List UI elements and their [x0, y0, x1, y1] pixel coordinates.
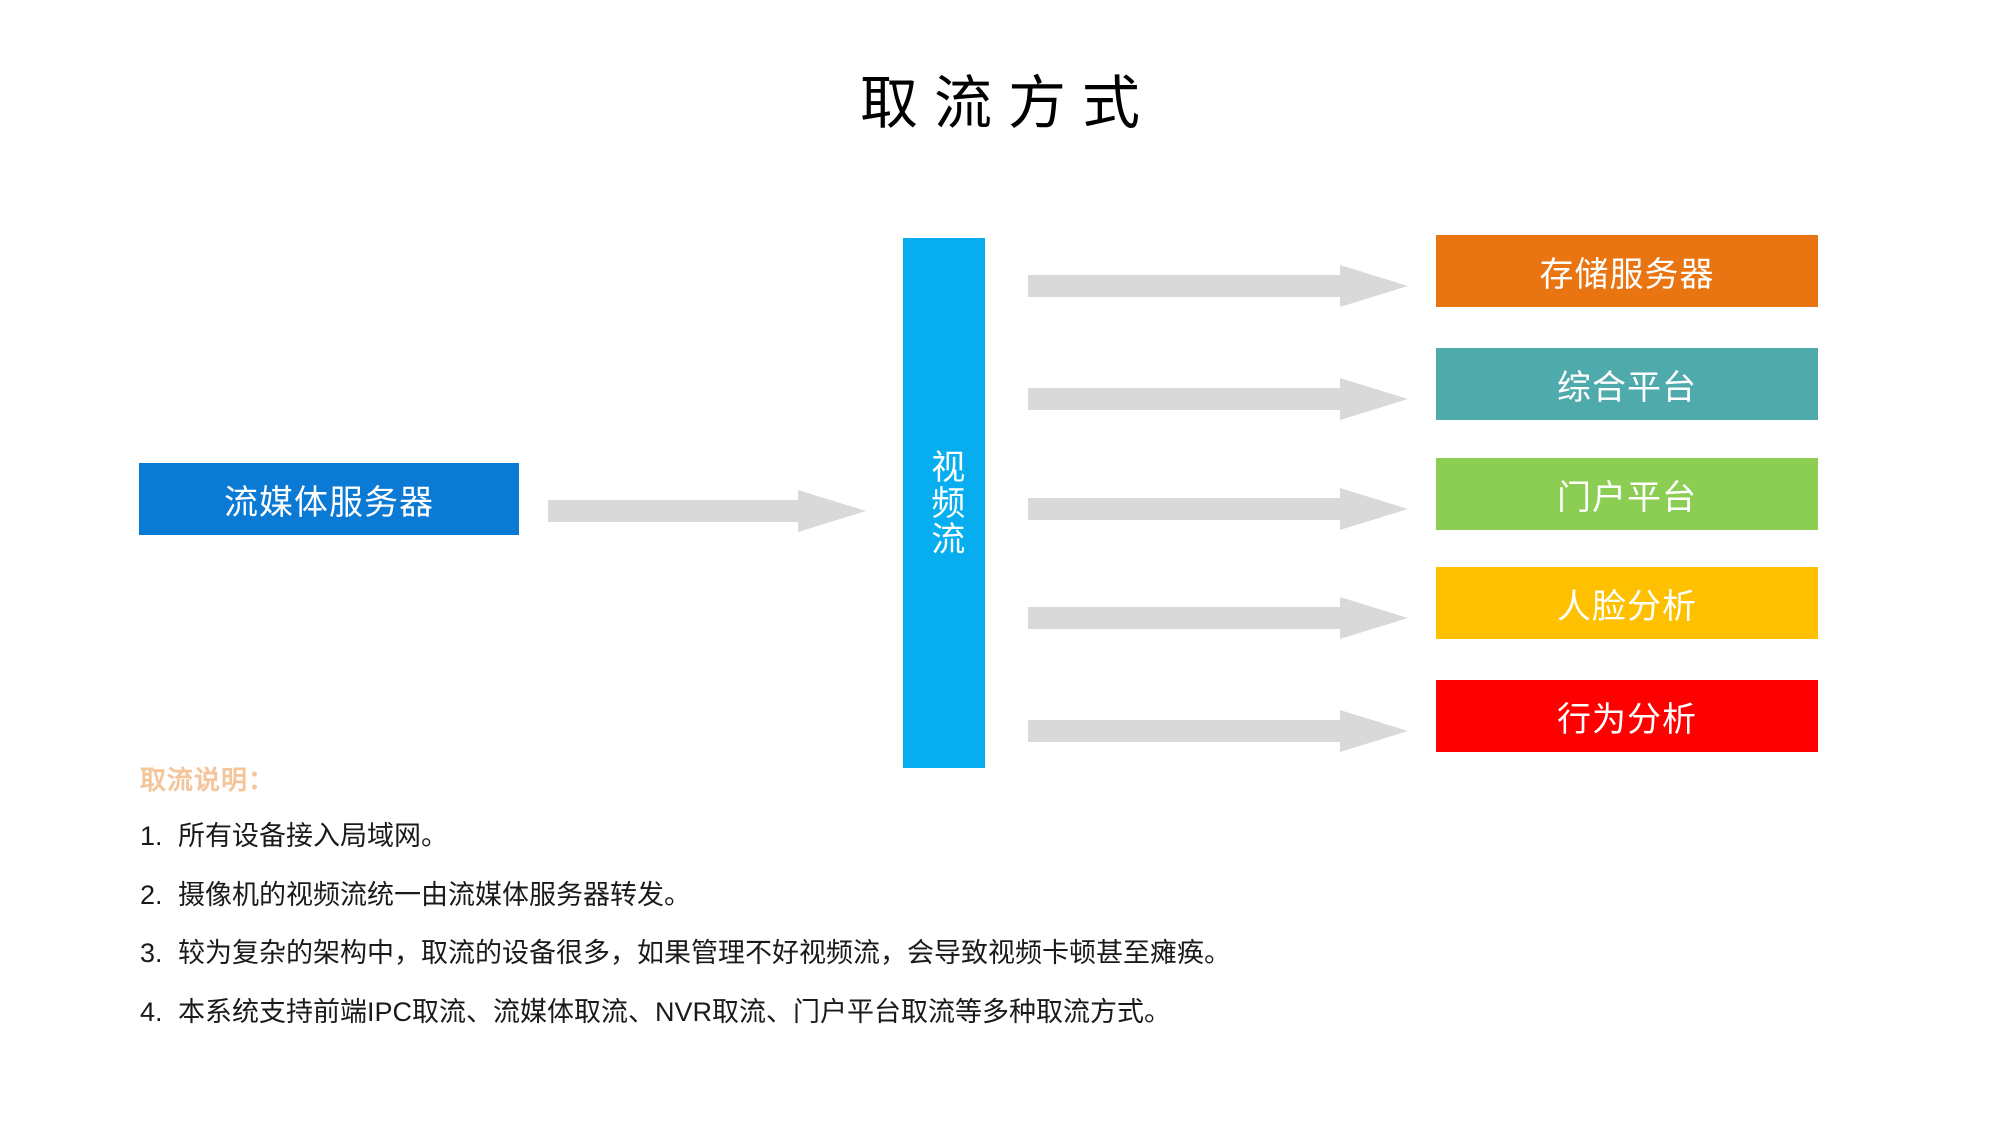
note-text: 所有设备接入局域网。	[178, 821, 448, 852]
list-item: 1. 所有设备接入局域网。	[140, 818, 1940, 854]
node-integrated-platform[interactable]: 综合平台	[1436, 348, 1818, 420]
note-text: 摄像机的视频流统一由流媒体服务器转发。	[178, 879, 691, 910]
note-number: 3.	[140, 938, 163, 969]
node-face-analysis[interactable]: 人脸分析	[1436, 567, 1818, 639]
list-item: 3. 较为复杂的架构中，取流的设备很多，如果管理不好视频流，会导致视频卡顿甚至瘫…	[140, 935, 1940, 971]
list-item: 4. 本系统支持前端IPC取流、流媒体取流、NVR取流、门户平台取流等多种取流方…	[140, 994, 1940, 1030]
node-video-stream-hub[interactable]: 视频流	[903, 238, 985, 768]
notes-heading: 取流说明：	[140, 765, 276, 795]
note-number: 1.	[140, 821, 163, 852]
node-integrated-platform-label: 综合平台	[1557, 368, 1697, 407]
page-title: 取流方式	[859, 71, 1156, 136]
note-text: 较为复杂的架构中，取流的设备很多，如果管理不好视频流，会导致视频卡顿甚至瘫痪。	[178, 938, 1231, 969]
notes-section: 取流说明： 1. 所有设备接入局域网。 2. 摄像机的视频流统一由流媒体服务器转…	[140, 765, 1940, 1052]
node-streaming-media-server[interactable]: 流媒体服务器	[139, 463, 519, 535]
note-text: 本系统支持前端IPC取流、流媒体取流、NVR取流、门户平台取流等多种取流方式。	[178, 996, 1172, 1027]
node-storage-server[interactable]: 存储服务器	[1436, 235, 1818, 307]
right-block-arrow-icon	[1028, 488, 1408, 530]
right-block-arrow-icon	[1028, 710, 1408, 752]
node-streaming-media-server-label: 流媒体服务器	[224, 483, 434, 522]
node-storage-server-label: 存储服务器	[1539, 255, 1715, 294]
note-number: 2.	[140, 879, 163, 910]
node-face-analysis-label: 人脸分析	[1557, 587, 1697, 626]
stream-flow-diagram: 流媒体服务器 视频流 存储服务器	[139, 235, 1818, 768]
node-behavior-analysis[interactable]: 行为分析	[1436, 680, 1818, 752]
node-behavior-analysis-label: 行为分析	[1557, 700, 1697, 739]
right-block-arrow-icon	[1028, 378, 1408, 420]
right-block-arrow-icon	[1028, 265, 1408, 307]
right-block-arrow-icon	[548, 490, 866, 532]
node-portal-platform[interactable]: 门户平台	[1436, 458, 1818, 530]
node-portal-platform-label: 门户平台	[1557, 478, 1697, 517]
notes-list: 1. 所有设备接入局域网。 2. 摄像机的视频流统一由流媒体服务器转发。 3. …	[140, 818, 1940, 1030]
node-video-stream-hub-label: 视频流	[925, 449, 964, 557]
right-block-arrow-icon	[1028, 597, 1408, 639]
note-number: 4.	[140, 996, 163, 1027]
list-item: 2. 摄像机的视频流统一由流媒体服务器转发。	[140, 877, 1940, 913]
